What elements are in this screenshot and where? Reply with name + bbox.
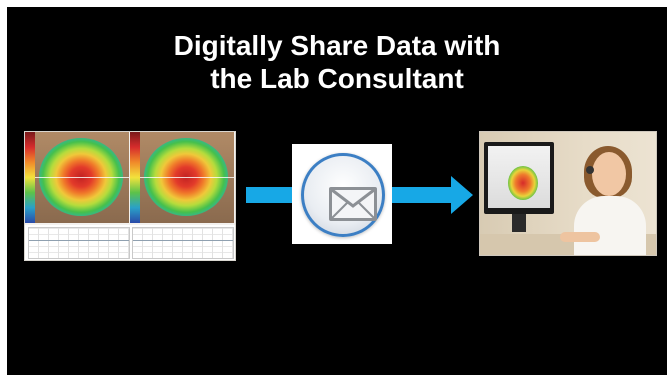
arrow-shaft-right <box>391 187 451 203</box>
topography-on-screen <box>508 166 538 200</box>
headset-icon <box>586 166 594 174</box>
color-scale-bar <box>130 132 140 223</box>
slide-title-line-2: the Lab Consultant <box>210 63 464 94</box>
lab-consultant-photo <box>479 131 657 256</box>
computer-monitor <box>484 142 554 232</box>
profile-graph <box>28 227 130 259</box>
topography-map-right <box>130 132 234 223</box>
slide: Digitally Share Data with the Lab Consul… <box>7 7 667 375</box>
topography-graphs <box>25 225 235 260</box>
mail-icon-tile <box>292 144 392 244</box>
arrow-shaft-left <box>246 187 294 203</box>
consultant-face <box>592 152 626 196</box>
profile-graph <box>132 227 234 259</box>
topography-map-left <box>25 132 129 223</box>
color-scale-bar <box>25 132 35 223</box>
envelope-mail-icon <box>301 153 385 237</box>
consultant-figure <box>574 196 646 255</box>
right-arrow-icon <box>451 176 473 214</box>
slide-title: Digitally Share Data with the Lab Consul… <box>7 29 667 95</box>
slide-title-line-1: Digitally Share Data with <box>173 30 501 61</box>
corneal-topography-image <box>24 131 236 261</box>
